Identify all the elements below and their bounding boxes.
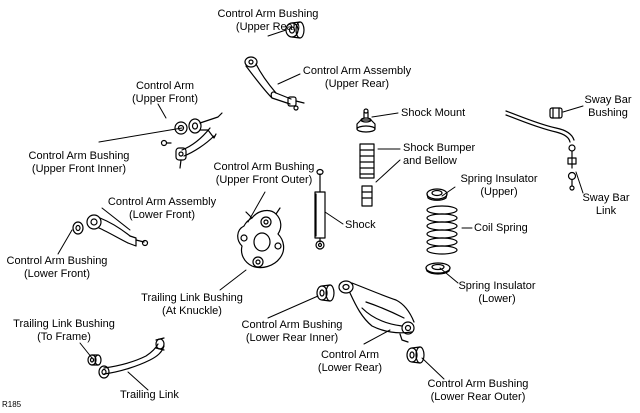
- label-coil-spring: Coil Spring: [474, 222, 528, 234]
- label-ca-assembly-upper-rear: Control Arm Assembly (Upper Rear): [302, 65, 412, 90]
- upper-rear-arm-part: [244, 56, 305, 111]
- label-shock-mount: Shock Mount: [401, 107, 466, 119]
- spring-insulator-upper-part: [426, 188, 448, 201]
- bushing-lower-rear-outer-part: [406, 346, 425, 364]
- label-ca-assembly-lower-front: Control Arm Assembly (Lower Front): [107, 196, 217, 221]
- figure-id: R185: [2, 400, 22, 409]
- knuckle-part: [237, 207, 285, 269]
- coil-spring-part: [426, 205, 458, 255]
- bushing-lower-rear-inner-part: [316, 284, 335, 302]
- label-control-arm-lower-rear: Control Arm (Lower Rear): [317, 349, 383, 374]
- label-ca-bushing-lower-rear-inner: Control Arm Bushing (Lower Rear Inner): [241, 319, 343, 344]
- leader-lines: [57, 29, 584, 391]
- label-sway-bar-bushing: Sway Bar Bushing: [584, 94, 632, 119]
- trailing-link-bushing-frame-part: [87, 354, 102, 366]
- label-sway-bar-link: Sway Bar Link: [582, 192, 630, 217]
- lower-rear-arm-part: [338, 280, 415, 343]
- upper-front-arm-part: [160, 112, 223, 169]
- shock-bellow-part: [359, 143, 375, 207]
- label-trailing-link-bushing-frame: Trailing Link Bushing (To Frame): [13, 318, 115, 343]
- label-ca-bushing-upper-front-outer: Control Arm Bushing (Upper Front Outer): [213, 161, 315, 186]
- label-control-arm-upper-front: Control Arm (Upper Front): [131, 80, 199, 105]
- label-trailing-link: Trailing Link: [120, 389, 179, 401]
- label-ca-bushing-lower-front: Control Arm Bushing (Lower Front): [6, 255, 108, 280]
- label-shock-bumper-bellow: Shock Bumper and Bellow: [403, 142, 476, 167]
- bushing-upper-rear-part: [285, 21, 305, 39]
- label-spring-insulator-upper: Spring Insulator (Upper): [460, 173, 538, 198]
- label-ca-bushing-upper-rear: Control Arm Bushing (Upper Rear): [217, 8, 319, 33]
- label-shock: Shock: [345, 219, 376, 231]
- sway-bar-link-part: [567, 144, 577, 191]
- shock-part: [314, 168, 326, 250]
- label-spring-insulator-lower: Spring Insulator (Lower): [458, 280, 536, 305]
- trailing-link-part: [98, 337, 165, 379]
- sway-bar-part: [505, 107, 575, 143]
- label-trailing-link-bushing-knuckle: Trailing Link Bushing (At Knuckle): [141, 292, 243, 317]
- spring-insulator-lower-part: [425, 262, 451, 275]
- shock-mount-part: [356, 108, 376, 133]
- label-ca-bushing-lower-rear-outer: Control Arm Bushing (Lower Rear Outer): [427, 378, 529, 403]
- lower-front-arm-part: [72, 214, 149, 247]
- label-ca-bushing-upper-front-inner: Control Arm Bushing (Upper Front Inner): [28, 150, 130, 175]
